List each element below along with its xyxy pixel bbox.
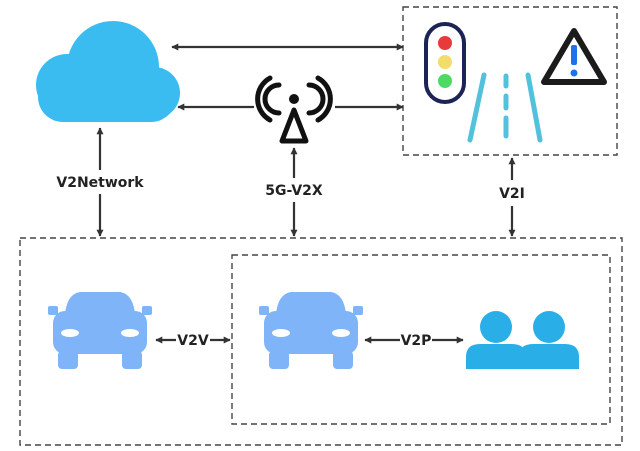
infrastructure-box: [402, 6, 618, 156]
road-icon: [467, 72, 543, 143]
people-icon: [466, 311, 579, 369]
vehicle-domain-box: [19, 237, 623, 446]
v2i-label: V2I: [499, 186, 525, 202]
car-icon: [48, 292, 152, 369]
warning-icon: [541, 28, 607, 85]
traffic-light-icon: [424, 22, 466, 104]
local-domain-box: [231, 254, 611, 425]
radio-tower-icon: [255, 75, 333, 144]
v2x-label: 5G-V2X: [265, 183, 323, 199]
v2network-label: V2Network: [56, 175, 144, 191]
v2p-label: V2P: [401, 333, 432, 349]
cloud-icon: [36, 21, 180, 122]
v2v-label: V2V: [177, 333, 209, 349]
car-icon: [259, 292, 363, 369]
